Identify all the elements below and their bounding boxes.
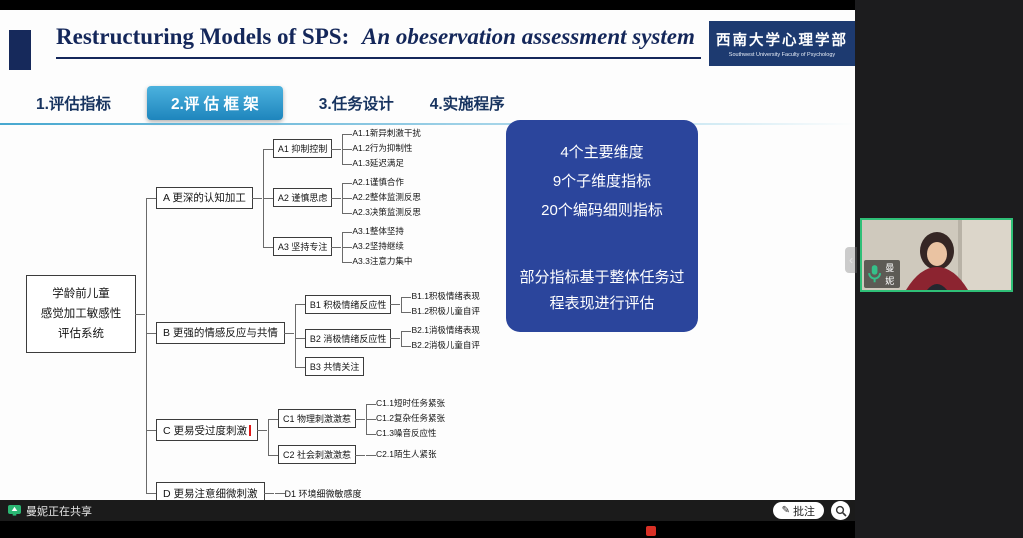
tree-subdimension: B2 消极情绪反应性 B2.1消极情绪表现 B2.2消极儿童自评 xyxy=(294,321,480,355)
slide-title-italic: An obeservation assessment system xyxy=(361,24,695,49)
summary-box: 4个主要维度 9个子维度指标 20个编码细则指标 部分指标基于整体任务过 程表现… xyxy=(506,120,698,332)
tree-leaf-label: A1.3延迟满足 xyxy=(352,158,404,168)
tree-leaf-label: C2.1陌生人紧张 xyxy=(376,449,437,459)
tree-subdimension: C2 社会刺激激惹 C2.1陌生人紧张 xyxy=(268,443,445,466)
tree-leaf-label: C1.3噪音反应性 xyxy=(376,428,437,438)
tree-root-box: 学龄前儿童 感觉加工敏感性 评估系统 xyxy=(26,274,145,354)
tree-subdimension: B3 共情关注 xyxy=(294,355,480,378)
tree-root-row: 学龄前儿童 感觉加工敏感性 评估系统 A 更深的认知加工 A1 抑制控制 A1.… xyxy=(26,116,480,500)
tree-node-label: C2 社会刺激激惹 xyxy=(278,445,366,464)
tree-leaf-label: B2.2消极儿童自评 xyxy=(411,340,480,350)
tree-node-label: A3 坚持专注 xyxy=(272,237,341,256)
tree-dimension-d: D 更易注意细微刺激 D1 环境细微敏感度 xyxy=(146,474,480,500)
participant-video-image xyxy=(862,220,1011,290)
panel-collapse-button[interactable]: ‹ xyxy=(845,247,857,273)
tab-divider-line xyxy=(0,123,855,125)
tree-leaf-label: A1.2行为抑制性 xyxy=(352,143,413,153)
university-logo-en: Southwest University Faculty of Psycholo… xyxy=(728,52,836,58)
participant-name: 曼妮 xyxy=(885,263,895,286)
tree-leaf-label: C1.1短时任务紧张 xyxy=(376,398,445,408)
slide-title: Restructuring Models of SPS: An obeserva… xyxy=(56,24,701,50)
tree-leaf-label: A1.1新异刺激干扰 xyxy=(352,128,421,138)
tree-node-label: A2 谨慎思虑 xyxy=(272,188,341,207)
summary-note-line: 程表现进行评估 xyxy=(549,295,655,312)
tree-node-label: A1 抑制控制 xyxy=(272,139,341,158)
title-accent-bar xyxy=(9,30,31,70)
summary-line: 4个主要维度 xyxy=(560,144,644,161)
framework-tree: 学龄前儿童 感觉加工敏感性 评估系统 A 更深的认知加工 A1 抑制控制 A1.… xyxy=(26,116,480,500)
annotation-cursor-mark xyxy=(249,424,251,436)
tree-node-label: B2 消极情绪反应性 xyxy=(304,328,400,348)
tree-leaf-label: B2.1消极情绪表现 xyxy=(411,325,480,335)
tree-subdimension: C1 物理刺激激惹 C1.1短时任务紧张 C1.2复杂任务紧张 C1.3噪音反应… xyxy=(268,394,445,443)
university-logo: 西南大学心理学部 Southwest University Faculty of… xyxy=(709,21,855,66)
title-underline xyxy=(56,57,701,59)
tree-root-line: 评估系统 xyxy=(58,328,104,341)
tree-dimension-c: C 更易受过度刺激 C1 物理刺激激惹 C1.1短时任务紧张 C1.2复杂任务紧… xyxy=(146,386,480,474)
tree-leaf-label: A3.2坚持继续 xyxy=(352,241,404,251)
slide-tab-bar: 1.评估指标 2.评 估 框 架 3.任务设计 4.实施程序 xyxy=(0,86,505,120)
zoom-button[interactable] xyxy=(831,501,850,520)
tree-dimension-b: B 更强的情感反应与共情 B1 积极情绪反应性 B1.1积极情绪表现 B1.2积… xyxy=(146,279,480,386)
share-banner: 曼妮正在共享 xyxy=(8,503,92,519)
tree-node-label: C 更易受过度刺激 xyxy=(156,419,267,441)
tree-node-text: C 更易受过度刺激 xyxy=(163,424,247,437)
shared-screen-slide: Restructuring Models of SPS: An obeserva… xyxy=(0,10,855,500)
summary-note-line: 部分指标基于整体任务过 xyxy=(519,269,685,286)
tree-leaf-label: A3.1整体坚持 xyxy=(352,226,404,236)
tree-node-label: D1 环境细微敏感度 xyxy=(284,488,362,499)
tree-leaf-label: A2.1谨慎合作 xyxy=(352,177,404,187)
tree-leaf-label: A3.3注意力集中 xyxy=(352,256,413,266)
tree-subdimension: A1 抑制控制 A1.1新异刺激干扰 A1.2行为抑制性 A1.3延迟满足 xyxy=(262,124,421,173)
slide-header: Restructuring Models of SPS: An obeserva… xyxy=(0,24,701,70)
tree-node-label: A 更深的认知加工 xyxy=(156,186,262,209)
summary-line: 20个编码细则指标 xyxy=(541,202,663,219)
tree-leaf-label: A2.2整体监测反思 xyxy=(352,192,421,202)
tab-eval-framework: 2.评 估 框 架 xyxy=(146,86,283,120)
tree-subdimension: B1 积极情绪反应性 B1.1积极情绪表现 B1.2积极儿童自评 xyxy=(294,287,480,321)
share-toolbar: 曼妮正在共享 ✎ 批注 xyxy=(0,500,855,521)
tree-subdimension: A2 谨慎思虑 A2.1谨慎合作 A2.2整体监测反思 A2.3决策监测反思 xyxy=(262,173,421,222)
tree-node-label: D 更易注意细微刺激 xyxy=(156,482,273,500)
tab-eval-indicators: 1.评估指标 xyxy=(36,96,111,113)
tree-leaf-label: B1.2积极儿童自评 xyxy=(411,306,480,316)
participant-name-badge: 曼妮 xyxy=(864,260,901,288)
chevron-left-icon: ‹ xyxy=(849,253,853,267)
tree-leaf-label: A2.3决策监测反思 xyxy=(352,207,421,217)
summary-line: 9个子维度指标 xyxy=(552,173,652,190)
tree-node-label: B3 共情关注 xyxy=(304,357,365,376)
mic-icon xyxy=(868,265,882,283)
annotate-label: 批注 xyxy=(793,505,815,518)
share-banner-text: 曼妮正在共享 xyxy=(26,505,92,518)
tree-leaf-label: C1.2复杂任务紧张 xyxy=(376,413,445,423)
participants-panel: 曼妮 xyxy=(855,0,1023,538)
magnifier-icon xyxy=(835,505,847,517)
tree-dimension-a: A 更深的认知加工 A1 抑制控制 A1.1新异刺激干扰 A1.2行为抑制性 A… xyxy=(146,116,480,279)
participant-video[interactable]: 曼妮 xyxy=(860,218,1013,292)
tree-root-line: 感觉加工敏感性 xyxy=(40,307,122,320)
tree-leaf-label: B1.1积极情绪表现 xyxy=(411,291,480,301)
tree-node-label: B 更强的情感反应与共情 xyxy=(156,321,294,344)
tab-task-design: 3.任务设计 xyxy=(318,96,394,113)
tree-node-label: C1 物理刺激激惹 xyxy=(278,409,366,428)
pen-icon: ✎ xyxy=(781,505,790,516)
tree-node-label: B1 积极情绪反应性 xyxy=(304,294,400,314)
tree-root-line: 学龄前儿童 xyxy=(52,287,110,300)
slide-title-main: Restructuring Models of SPS: xyxy=(56,24,350,49)
annotate-button[interactable]: ✎ 批注 xyxy=(772,502,824,519)
screen-share-icon xyxy=(8,505,21,516)
red-indicator-icon xyxy=(646,526,656,536)
tree-subdimension: A3 坚持专注 A3.1整体坚持 A3.2坚持继续 A3.3注意力集中 xyxy=(262,222,421,271)
university-logo-cn: 西南大学心理学部 xyxy=(716,33,848,49)
tree-subdimension: D1 环境细微敏感度 xyxy=(274,485,362,501)
tab-implementation: 4.实施程序 xyxy=(429,96,505,113)
